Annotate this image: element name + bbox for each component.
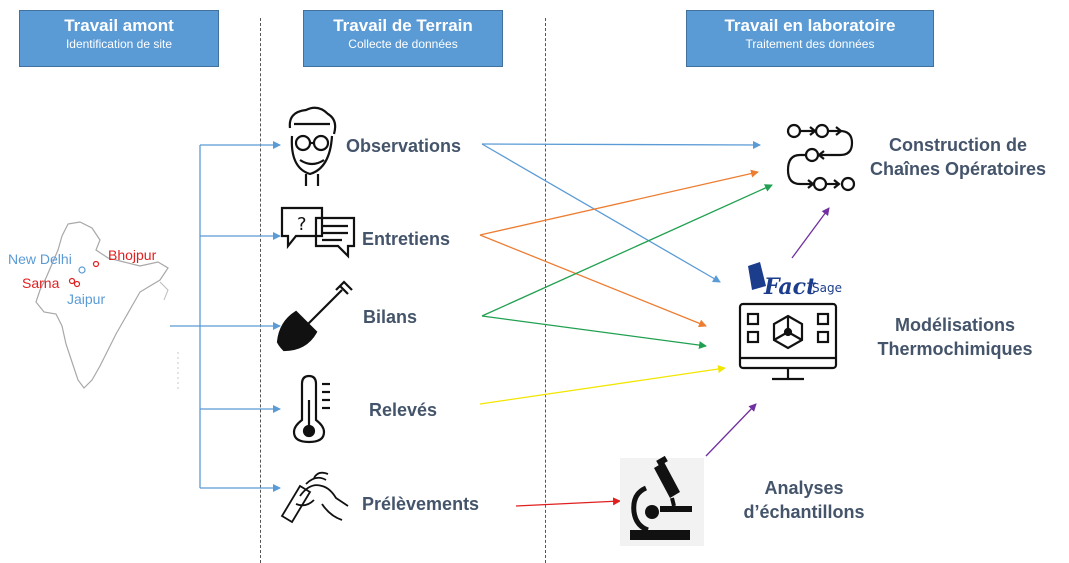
method-label-observations: Observations — [346, 136, 462, 156]
new-delhi-marker — [78, 266, 86, 274]
column-divider-left — [260, 18, 261, 563]
hand-sample-icon — [280, 471, 349, 524]
city-label-bhojpur: Bhojpur — [108, 247, 157, 263]
method-label-releves: Relevés — [369, 400, 438, 420]
city-label-jaipur: Jaipur — [67, 291, 106, 307]
factsage-sage: Sage — [812, 281, 842, 295]
thermometer-icon — [292, 374, 330, 444]
method-label-bilans: Bilans — [363, 307, 418, 327]
output-label-modelisation: Modélisations Thermochimiques — [855, 313, 1055, 361]
bhojpur-marker — [92, 260, 100, 268]
map-to-methods-arrows — [170, 141, 281, 492]
factsage-logo: Fact Sage — [748, 262, 842, 300]
factsage-fact: Fact — [763, 274, 816, 300]
microscope-icon — [620, 455, 704, 546]
header-subtitle: Identification de site — [65, 37, 173, 51]
header-title: Travail de Terrain — [333, 16, 473, 35]
chat-bubbles-icon: ? — [280, 206, 356, 259]
city-label-new-delhi: New Delhi — [8, 251, 72, 267]
column-divider-right — [545, 18, 546, 563]
header-subtitle: Collecte de données — [348, 37, 458, 51]
header-travail-laboratoire: Travail en laboratoire Traitement des do… — [686, 10, 934, 67]
method-label-prelevements: Prélèvements — [362, 494, 480, 514]
flow-chart-icon — [786, 123, 856, 192]
city-label-sarna: Sarna — [22, 275, 60, 291]
output-modelisation-line1: Modélisations — [894, 315, 1015, 335]
svg-text:?: ? — [297, 214, 307, 235]
sarna-marker — [68, 277, 76, 285]
shovel-icon — [276, 280, 353, 352]
india-map — [35, 221, 179, 392]
monitor-molecule-icon — [738, 302, 838, 381]
header-title: Travail en laboratoire — [724, 16, 896, 35]
method-to-output-arrows — [479, 140, 830, 507]
header-travail-amont: Travail amont Identification de site — [19, 10, 219, 67]
method-label-entretiens: Entretiens — [362, 229, 451, 249]
person-glasses-icon — [288, 106, 337, 186]
header-travail-terrain: Travail de Terrain Collecte de données — [303, 10, 503, 67]
output-label-analyses: Analyses d’échantillons — [714, 476, 894, 524]
header-subtitle: Traitement des données — [745, 37, 875, 51]
output-analyses-line2: d’échantillons — [743, 502, 865, 522]
output-analyses-line1: Analyses — [764, 478, 844, 498]
output-construction-line2: Chaînes Opératoires — [869, 159, 1047, 179]
header-title: Travail amont — [64, 16, 174, 35]
output-modelisation-line2: Thermochimiques — [877, 339, 1033, 359]
output-construction-line1: Construction de — [889, 135, 1027, 155]
output-label-construction: Construction de Chaînes Opératoires — [858, 133, 1058, 181]
